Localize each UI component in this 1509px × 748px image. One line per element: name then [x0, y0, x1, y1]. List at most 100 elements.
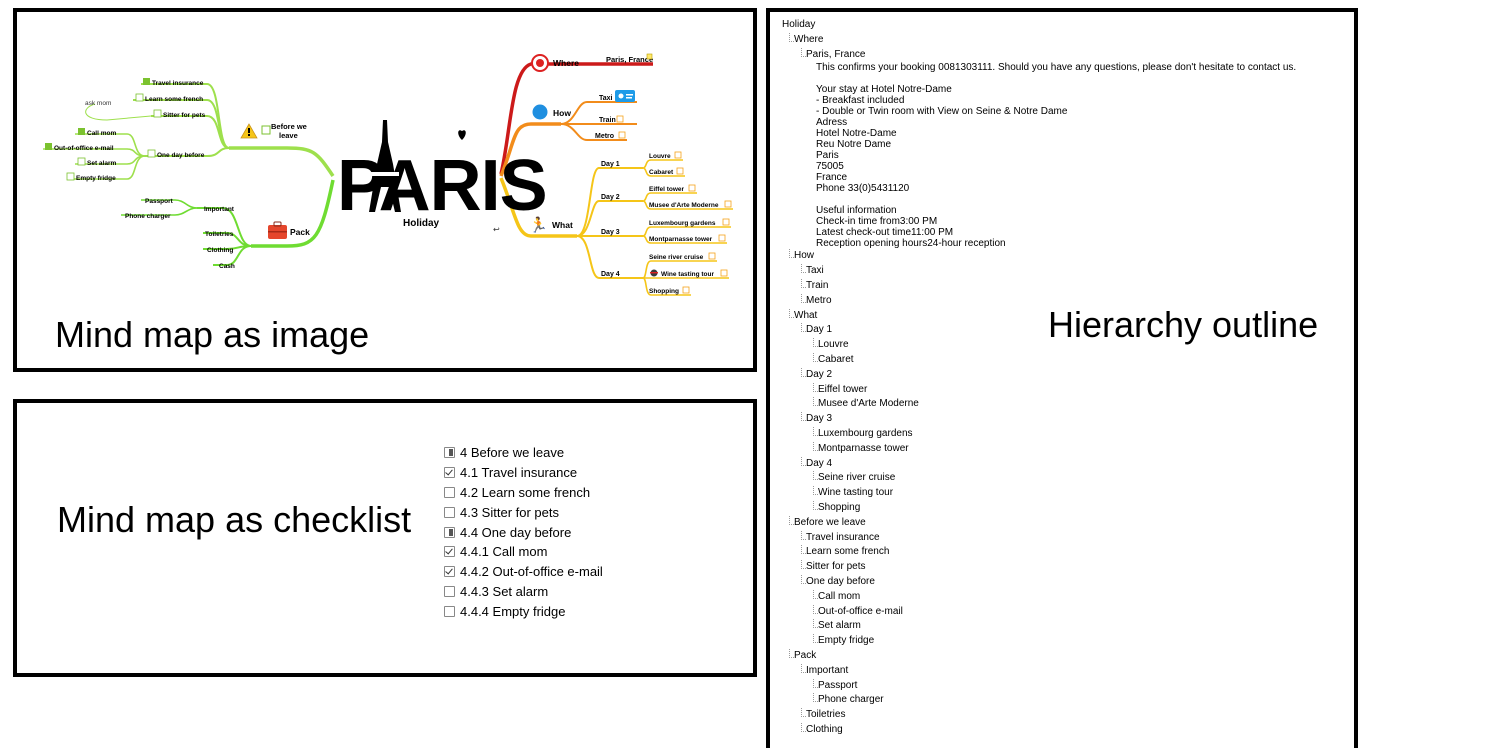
partial-checkbox[interactable] [444, 526, 455, 538]
outline-item-label: Louvre [818, 339, 849, 351]
node-day-2: Day 2 [601, 194, 620, 201]
outline-item[interactable]: Metro [782, 293, 1296, 309]
pack-topic[interactable]: Pack [268, 221, 310, 239]
outline-item-label: Seine river cruise [818, 472, 896, 484]
outline-item[interactable]: Cabaret [782, 352, 1296, 368]
branch-where [499, 62, 653, 175]
node-shopping: Shopping [649, 288, 679, 295]
outline-item[interactable]: Seine river cruise [782, 471, 1296, 486]
before-topic[interactable]: Before we leave [240, 122, 307, 140]
outline-item[interactable]: Day 3 [782, 412, 1296, 427]
outline-item[interactable]: Phone charger [782, 693, 1296, 708]
outline-item-label: One day before [806, 575, 875, 587]
outline-item[interactable]: Travel insurance [782, 530, 1296, 546]
outline-item[interactable]: Pack [782, 648, 1296, 664]
outline-item[interactable]: Empty fridge [782, 634, 1296, 649]
what-topic[interactable]: 🏃 What [529, 216, 573, 234]
node-luxembourg: Luxembourg gardens [649, 220, 716, 227]
outline-item-label: Musee d'Arte Moderne [818, 398, 919, 410]
outline-item[interactable]: Holiday [782, 18, 1296, 33]
node-paris-france[interactable]: Paris, France [606, 55, 653, 64]
where-topic[interactable]: Where [531, 54, 579, 72]
outline-item[interactable]: Before we leave [782, 515, 1296, 531]
node-train[interactable]: Train [599, 117, 616, 124]
how-topic[interactable]: How [531, 103, 571, 121]
outline-item[interactable]: Where [782, 32, 1296, 48]
outline-item[interactable]: Louvre [782, 338, 1296, 353]
outline-item[interactable]: Musee d'Arte Moderne [782, 397, 1296, 412]
outline-item[interactable]: Wine tasting tour [782, 486, 1296, 501]
outline-item[interactable]: How [782, 249, 1296, 264]
checklist-item[interactable]: 4.2 Learn some french [444, 483, 603, 503]
outline-item-label: How [794, 250, 815, 262]
checked-checkbox[interactable] [444, 467, 455, 479]
outline-item-label: Empty fridge [818, 635, 875, 647]
outline-item[interactable]: Out-of-office e-mail [782, 604, 1296, 620]
outline-item-label: Passport [818, 679, 858, 691]
node-empty-fridge: Empty fridge [76, 175, 116, 182]
outline-item[interactable]: Call mom [782, 589, 1296, 605]
unchecked-checkbox[interactable] [444, 605, 455, 617]
checklist-item[interactable]: 4.3 Sitter for pets [444, 502, 603, 522]
node-montparnasse: Montparnasse tower [649, 236, 713, 243]
outline-item[interactable]: What [782, 308, 1296, 324]
partial-checkbox[interactable] [444, 447, 455, 459]
svg-text:How: How [553, 108, 571, 118]
outline-item[interactable]: Passport [782, 678, 1296, 694]
branch-how [499, 122, 561, 177]
node-cabaret: Cabaret [649, 169, 674, 176]
node-out-of-office: Out-of-office e-mail [54, 145, 114, 152]
outline-note: This confirms your booking 0081303111. S… [816, 62, 1297, 250]
unchecked-checkbox[interactable] [444, 486, 455, 498]
checked-checkbox[interactable] [444, 566, 455, 578]
outline-item[interactable]: Luxembourg gardens [782, 426, 1296, 442]
checklist-item[interactable]: 4.4.4 Empty fridge [444, 601, 603, 621]
outline-item[interactable]: Shopping [782, 500, 1296, 516]
unchecked-checkbox[interactable] [444, 585, 455, 597]
node-musee: Musee d'Arte Moderne [649, 202, 719, 209]
outline-item[interactable]: Day 4 [782, 456, 1296, 472]
outline-item-label: Day 1 [806, 324, 833, 336]
outline-item[interactable]: Learn some french [782, 545, 1296, 560]
outline-item-label: Luxembourg gardens [818, 427, 913, 439]
outline-item-label: Phone charger [818, 694, 884, 706]
unchecked-checkbox[interactable] [444, 506, 455, 518]
branch-pack [251, 179, 335, 248]
checklist-item[interactable]: 4.4 One day before [444, 522, 603, 542]
outline-item-label: Day 2 [806, 368, 833, 380]
checklist-item[interactable]: 4 Before we leave [444, 443, 603, 463]
outline-item[interactable]: One day before [782, 574, 1296, 590]
outline-item[interactable]: Taxi [782, 264, 1296, 279]
outline-item[interactable]: Sitter for pets [782, 560, 1296, 575]
node-eiffel-tower: Eiffel tower [649, 186, 685, 193]
outline-item-label: Train [806, 279, 829, 291]
outline-item[interactable]: Important [782, 663, 1296, 679]
node-metro[interactable]: Metro [595, 133, 614, 140]
checklist-item[interactable]: 4.4.3 Set alarm [444, 582, 603, 602]
outline-item[interactable]: Day 1 [782, 323, 1296, 338]
checklist-item-label: 4 Before we leave [460, 445, 565, 461]
outline-item[interactable]: Montparnasse tower [782, 441, 1296, 457]
note-ask-mom: ask mom [85, 100, 111, 107]
checked-icon [45, 143, 52, 150]
outline-item-label: Day 4 [806, 457, 833, 469]
outline-item[interactable]: Paris, France [782, 47, 1296, 63]
outline-item[interactable]: Toiletries [782, 708, 1296, 723]
outline-item[interactable]: Train [782, 278, 1296, 294]
mind-map-diagram: PARIS Holiday ↩ Where Paris, France How … [43, 53, 733, 296]
checklist-item[interactable]: 4.4.1 Call mom [444, 542, 603, 562]
outline-item[interactable]: Eiffel tower [782, 382, 1296, 398]
node-taxi[interactable]: Taxi [599, 95, 613, 102]
outline-item[interactable]: Clothing [782, 722, 1296, 738]
checklist-item[interactable]: 4.4.2 Out-of-office e-mail [444, 562, 603, 582]
outline-item-label: Clothing [806, 723, 843, 735]
outline-item[interactable]: Set alarm [782, 619, 1296, 634]
link-arrow-icon: ↩ [493, 225, 500, 234]
outline-item-label: Day 3 [806, 413, 833, 425]
outline-item[interactable]: Day 2 [782, 367, 1296, 383]
id-card-icon [615, 90, 635, 102]
checked-checkbox[interactable] [444, 546, 455, 558]
checklist-item[interactable]: 4.1 Travel insurance [444, 463, 603, 483]
